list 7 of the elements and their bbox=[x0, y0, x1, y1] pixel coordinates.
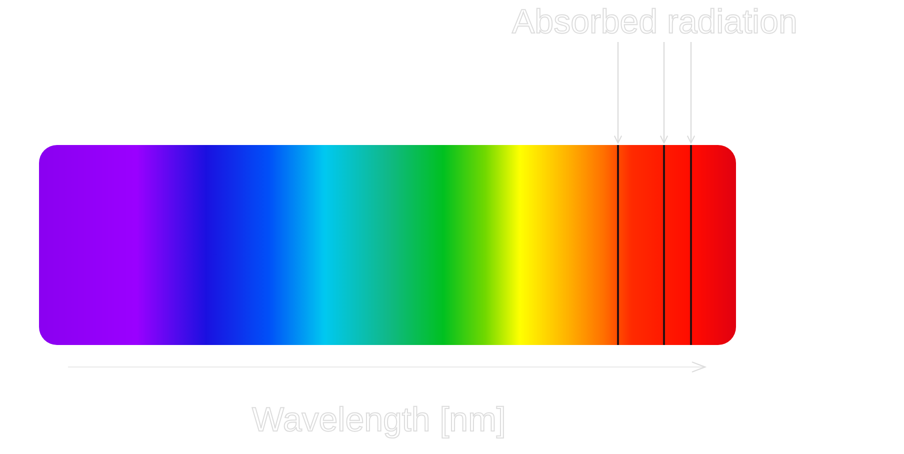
spectrum-band bbox=[39, 145, 736, 345]
absorption-line bbox=[617, 145, 619, 345]
absorption-line bbox=[663, 145, 665, 345]
arrow bbox=[660, 41, 668, 144]
absorption-line bbox=[690, 145, 692, 345]
arrow bbox=[686, 41, 696, 144]
arrow bbox=[614, 41, 622, 144]
